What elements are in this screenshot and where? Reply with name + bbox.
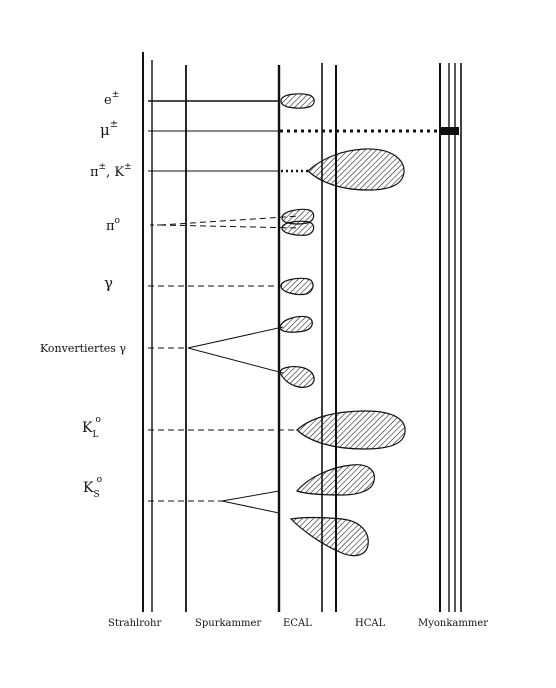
particle-labels: e± μ± π±, K± πo γ Konvertiertes γ KLo KS… [40, 90, 132, 500]
converted-photon-shower-lower [279, 366, 315, 388]
pi0-photon-track-upper [159, 215, 301, 226]
label-k0l: KLo [82, 415, 101, 440]
muon-chamber-hit [441, 127, 459, 135]
pi0-photon-track-lower [159, 224, 301, 229]
converted-photon-branch-lower [187, 347, 284, 374]
label-beam-pipe: Strahlrohr [108, 618, 161, 629]
label-charged-hadrons: π±, K± [90, 162, 132, 180]
label-pi0: πo [106, 216, 120, 234]
k0s-shower-upper [295, 464, 375, 496]
pi0-shower-lower [281, 220, 315, 236]
label-muon: μ± [100, 119, 118, 139]
calorimeter-showers [279, 93, 406, 557]
converted-photon-branch-upper [187, 326, 284, 349]
label-electron: e± [104, 90, 119, 108]
particle-tracks [148, 100, 458, 514]
k0s-decay-branch-lower [221, 500, 280, 514]
label-k0s: KSo [83, 475, 102, 500]
k0s-shower-lower [289, 516, 369, 557]
label-hcal: HCAL [355, 618, 386, 629]
k0l-shower [296, 410, 406, 450]
label-converted-photon: Konvertiertes γ [40, 342, 126, 355]
converted-photon-shower-upper [279, 315, 313, 333]
label-muon-chamber: Myonkammer [418, 618, 488, 629]
label-ecal: ECAL [283, 618, 312, 629]
photon-shower [280, 277, 314, 296]
detector-labels: Strahlrohr Spurkammer ECAL HCAL Myonkamm… [108, 618, 488, 629]
electron-shower [280, 93, 315, 109]
label-photon: γ [104, 274, 113, 292]
label-tracker: Spurkammer [195, 618, 261, 629]
hadron-shower [307, 148, 405, 191]
k0s-decay-branch-upper [221, 490, 280, 502]
